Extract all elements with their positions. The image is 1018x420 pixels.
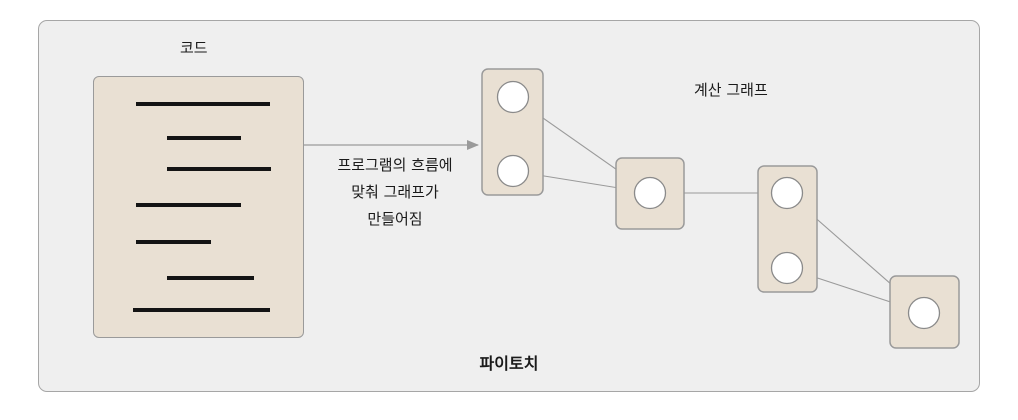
graph-node-boxes (481, 68, 960, 349)
graph-node (633, 176, 667, 210)
code-block (93, 76, 304, 338)
code-line (133, 308, 270, 312)
code-line (167, 276, 254, 280)
graph-node (907, 296, 941, 330)
arrow-caption-line: 프로그램의 흐름에 (337, 156, 453, 174)
code-label: 코드 (180, 39, 208, 57)
code-line (167, 167, 271, 171)
code-line (167, 136, 241, 140)
arrow-caption: 프로그램의 흐름에 맞춰 그래프가 만들어짐 (306, 152, 484, 233)
graph-node (496, 80, 530, 114)
graph-edges (512, 96, 925, 314)
graph-node (770, 251, 804, 285)
code-line (136, 240, 211, 244)
arrow-caption-line: 만들어짐 (367, 210, 423, 228)
framework-label: 파이토치 (479, 354, 539, 373)
graph-node (496, 154, 530, 188)
graph-node (770, 176, 804, 210)
arrow-caption-line: 맞춰 그래프가 (351, 183, 439, 201)
graph-label: 계산 그래프 (694, 81, 768, 99)
graph-nodes (496, 80, 941, 330)
code-line (136, 203, 241, 207)
code-line (136, 102, 270, 106)
